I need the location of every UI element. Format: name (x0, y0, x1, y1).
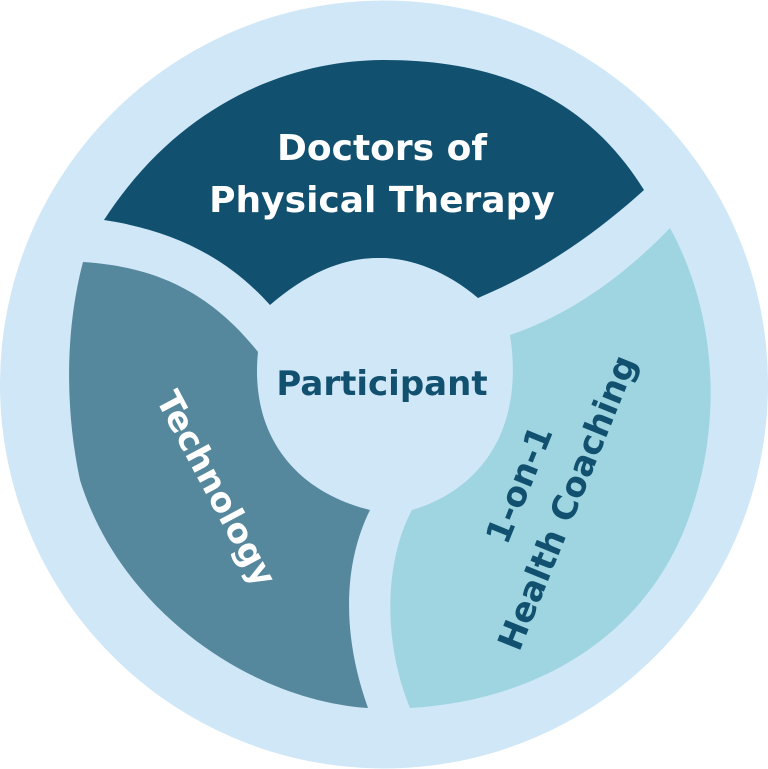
segment-technology (69, 262, 370, 708)
segment-doctors (104, 60, 644, 305)
doctors-label-line-2: Physical Therapy (209, 180, 555, 221)
center-circle (258, 258, 502, 502)
doctors-label-line-1: Doctors of (277, 128, 487, 169)
center-label: Participant (276, 364, 487, 404)
segment-coaching (390, 228, 711, 708)
